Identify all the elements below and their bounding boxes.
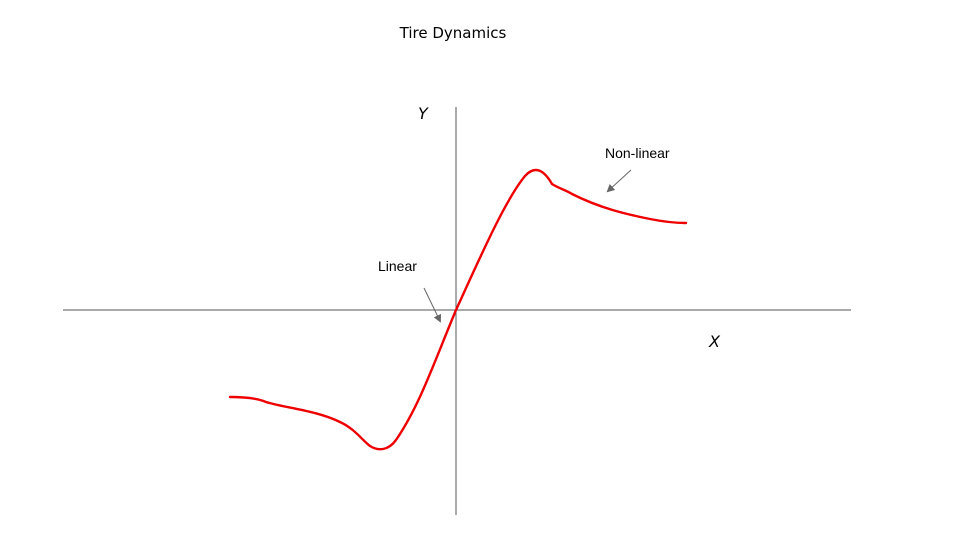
tire-force-curve <box>228 168 688 451</box>
diagram-title: Tire Dynamics <box>399 24 507 42</box>
x-axis-label: X <box>709 332 720 351</box>
nonlinear-annotation: Non-linear <box>605 145 670 161</box>
nonlinear-arrow <box>606 169 632 193</box>
y-axis-label: Y <box>418 104 428 123</box>
linear-arrow <box>423 287 441 323</box>
linear-annotation: Linear <box>378 258 417 274</box>
